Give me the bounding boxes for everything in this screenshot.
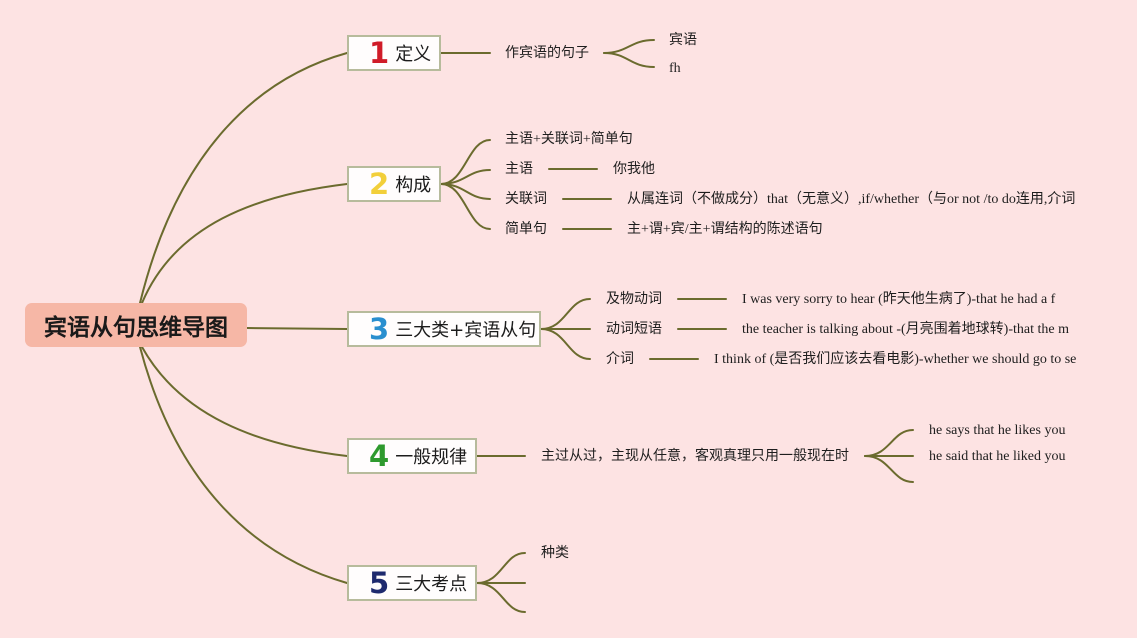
link-root-b4 xyxy=(141,346,348,457)
link-root-b3 xyxy=(246,327,348,330)
branch-1-child[interactable]: 作宾语的句子 xyxy=(505,46,589,61)
branch-1-box[interactable]: 1 定义 xyxy=(347,35,441,71)
branch-2-box[interactable]: 2 构成 xyxy=(347,166,441,202)
number-1-icon: 1 xyxy=(369,35,390,70)
number-3-icon: 3 xyxy=(369,311,390,346)
branch-4-leaf-2[interactable]: he said that he liked you xyxy=(929,449,1066,464)
branch-3-item-3[interactable]: 介词 xyxy=(606,352,634,367)
link-b5-leaf3 xyxy=(476,582,526,613)
branch-2-item-1[interactable]: 主语+关联词+简单句 xyxy=(505,132,633,147)
number-5-icon: 5 xyxy=(369,565,390,600)
branch-3-item-3-detail[interactable]: I think of (是否我们应该去看电影)-whether we shoul… xyxy=(714,352,1077,367)
link-b1-leaf2 xyxy=(603,52,655,68)
branch-2-item-2[interactable]: 主语 xyxy=(505,162,533,177)
number-4-icon: 4 xyxy=(369,438,390,473)
branch-5-box[interactable]: 5 三大考点 xyxy=(347,565,477,601)
branch-2-item-3[interactable]: 关联词 xyxy=(505,192,547,207)
branch-4-leaf-1[interactable]: he says that he likes you xyxy=(929,423,1066,438)
link-b1-leaf1 xyxy=(603,39,655,54)
number-2-icon: 2 xyxy=(369,166,390,201)
link-b4-leaf3 xyxy=(864,455,914,483)
branch-3-box[interactable]: 3 三大类+宾语从句 xyxy=(347,311,541,347)
branch-4-box[interactable]: 4 一般规律 xyxy=(347,438,477,474)
branch-1-label: 定义 xyxy=(395,44,432,65)
branch-2-item-2-detail[interactable]: 你我他 xyxy=(613,162,655,177)
link-b4-leaf1 xyxy=(864,429,914,457)
branch-5-label: 三大考点 xyxy=(395,574,468,595)
link-root-b1 xyxy=(139,52,348,304)
branch-5-leaf-1[interactable]: 种类 xyxy=(541,546,569,561)
branch-3-item-2[interactable]: 动词短语 xyxy=(606,322,662,337)
branch-3-label: 三大类+宾语从句 xyxy=(395,320,537,341)
branch-1-leaf-2[interactable]: fh xyxy=(669,61,681,76)
branch-1-leaf-1[interactable]: 宾语 xyxy=(669,33,697,48)
branch-2-item-4-detail[interactable]: 主+谓+宾/主+谓结构的陈述语句 xyxy=(627,222,823,237)
link-b2-item4 xyxy=(440,183,491,230)
link-b3-item1 xyxy=(540,298,591,330)
root-topic[interactable]: 宾语从句思维导图 xyxy=(25,303,247,347)
branch-2-item-4[interactable]: 简单句 xyxy=(505,222,547,237)
link-b5-leaf1 xyxy=(476,552,526,584)
branch-3-item-1-detail[interactable]: I was very sorry to hear (昨天他生病了)-that h… xyxy=(742,292,1056,307)
branch-2-item-3-detail[interactable]: 从属连词（不做成分）that（无意义）,if/whether（与or not /… xyxy=(627,192,1076,207)
branch-4-label: 一般规律 xyxy=(395,447,468,468)
link-b3-item3 xyxy=(540,328,591,360)
branch-3-item-2-detail[interactable]: the teacher is talking about -(月亮围着地球转)-… xyxy=(742,322,1069,337)
branch-3-item-1[interactable]: 及物动词 xyxy=(606,292,662,307)
link-root-b5 xyxy=(139,346,348,584)
branch-2-label: 构成 xyxy=(395,175,432,196)
link-root-b2 xyxy=(141,183,348,304)
branch-4-child[interactable]: 主过从过，主现从任意，客观真理只用一般现在时 xyxy=(541,449,849,464)
